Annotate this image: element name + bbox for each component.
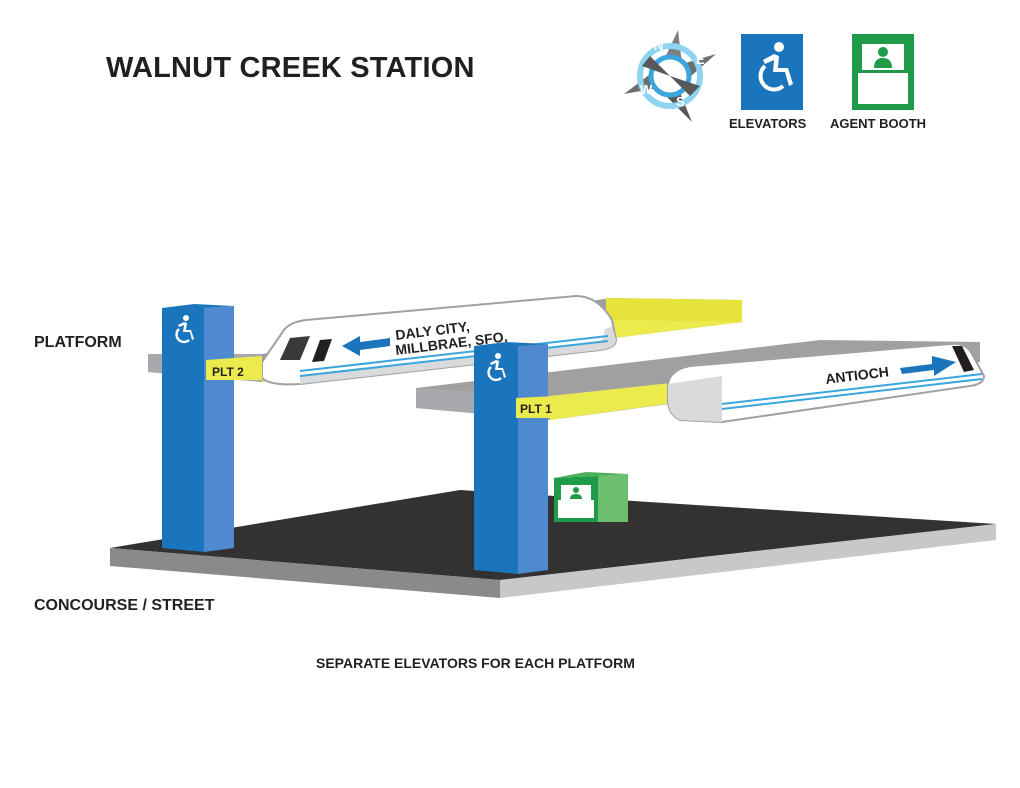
agent-booth [554,472,628,522]
elevators-legend-label: ELEVATORS [729,116,807,131]
compass-icon: N E S W [624,30,716,122]
train-door-icon [312,339,332,362]
elevator-2-accessibility-icon [175,315,194,344]
compass-letter-w: W [640,82,653,97]
elevator-note: SEPARATE ELEVATORS FOR EACH PLATFORM [316,655,635,671]
compass-letter-n: N [654,38,663,53]
plt-1-sign [516,396,556,418]
plt-1-label: PLT 1 [520,402,552,416]
concourse-floor [110,490,996,598]
compass-letter-s: S [676,94,685,109]
plt-2-label: PLT 2 [212,365,244,379]
left-arrow-icon [342,336,390,356]
elevator-legend-icon [741,34,803,110]
agent-icon [573,487,579,493]
elevator-platform-2 [162,304,234,552]
agent-booth-legend-icon [852,34,914,110]
right-arrow-icon [900,356,956,376]
platform-level-label: PLATFORM [34,334,122,351]
train-antioch-door-icon [952,346,974,372]
elevator-1-accessibility-icon [487,353,506,382]
elevator-platform-1 [474,342,548,574]
compass-letter-e: E [696,52,705,67]
agent-booth-legend-label: AGENT BOOTH [830,116,927,131]
train-right-destination: ANTIOCH [824,363,889,387]
page-title: WALNUT CREEK STATION [106,52,475,84]
concourse-level-label: CONCOURSE / STREET [34,597,215,614]
train-daly-city: DALY CITY, MILLBRAE, SFO, [261,294,618,386]
train-window-icon [280,336,310,360]
plt-2-sign [206,356,262,380]
train-antioch: ANTIOCH [667,342,986,424]
